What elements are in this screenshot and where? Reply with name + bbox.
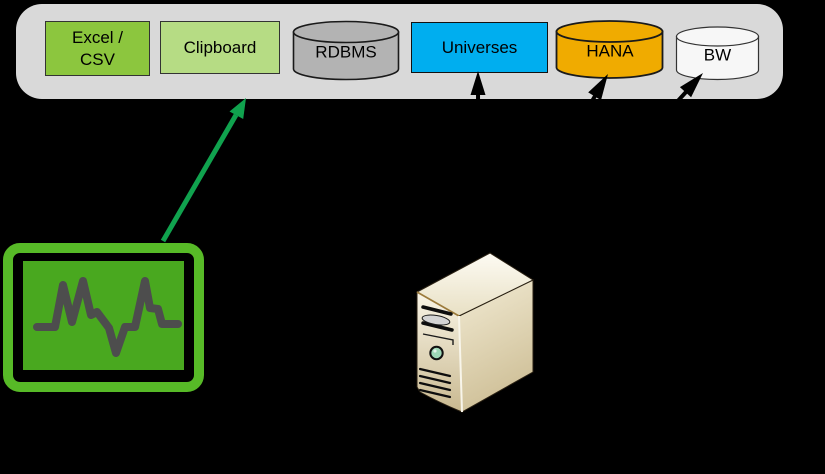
server-tower-icon (415, 252, 535, 413)
chart-monitor-icon (3, 243, 204, 392)
node-label: Clipboard (183, 37, 257, 57)
arrow-server-to-bw (538, 73, 703, 254)
node-rdbms: RDBMS (292, 20, 400, 82)
node-clipboard: Clipboard (160, 21, 280, 74)
node-label: Excel / CSV (71, 28, 124, 69)
database-cylinder-icon (292, 20, 400, 81)
data-sources-bar: Excel / CSV Clipboard RDBMS Universes (16, 4, 783, 99)
node-label: RDBMS (315, 42, 377, 62)
node-universes: Universes (411, 22, 548, 73)
node-hana: HANA (555, 20, 665, 80)
database-cylinder-icon (675, 26, 760, 81)
arrow-server-to-hana (503, 74, 608, 253)
node-label: HANA (586, 41, 634, 61)
node-label: Universes (441, 37, 518, 57)
line-chart-glyph (33, 277, 182, 357)
node-label: BW (703, 44, 732, 64)
node-bw: BW (675, 26, 760, 81)
database-cylinder-icon (555, 20, 664, 79)
node-excel-csv: Excel / CSV (45, 21, 150, 76)
arrow-monitor-to-clipboard (160, 98, 246, 243)
